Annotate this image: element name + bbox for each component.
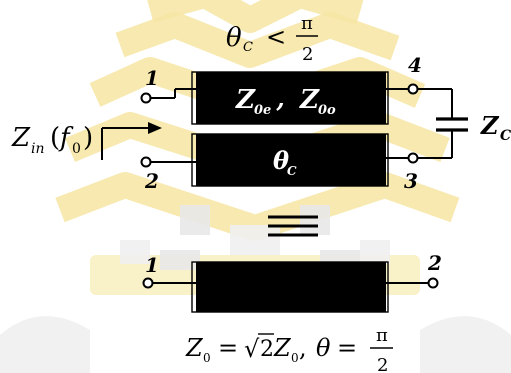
zin-arrow-head xyxy=(148,122,162,134)
eq-equals-2: = xyxy=(337,334,357,362)
equivalent-line: 1 2 xyxy=(142,251,442,313)
eq-comma: , xyxy=(299,334,307,362)
capacitor: Z C xyxy=(417,88,511,159)
condition-numerator: π xyxy=(301,13,313,34)
zin-f-sub: 0 xyxy=(72,141,81,157)
bottom-equation: Z 0 = √ 2 Z 0 , θ = π 2 xyxy=(185,325,393,373)
upper-z-odd-sub: 0o xyxy=(318,103,336,118)
eq-denominator: 2 xyxy=(377,355,388,373)
upper-line-box xyxy=(196,72,386,124)
equivalence-sign xyxy=(268,215,318,237)
port1-label: 1 xyxy=(145,66,159,90)
coupled-line: Z 0e , Z 0o θ C 1 2 4 3 xyxy=(140,53,422,193)
eq-line-box xyxy=(196,262,386,312)
eq-z0: Z xyxy=(185,334,204,362)
capacitor-z-sub: C xyxy=(500,128,511,144)
eq-numerator: π xyxy=(376,325,388,346)
eq-equals: = xyxy=(218,334,238,362)
condition-denominator: 2 xyxy=(302,44,313,65)
eq-port2-node xyxy=(427,277,439,289)
eq-two: 2 xyxy=(260,337,274,362)
zin-sub: in xyxy=(31,141,45,157)
lower-theta-sub: C xyxy=(287,164,297,178)
port3-node xyxy=(407,152,419,164)
upper-z-even: Z xyxy=(235,85,256,115)
eq-z0-sub: 0 xyxy=(203,351,211,365)
zin-open: ( xyxy=(50,123,60,153)
eq-port1-label: 1 xyxy=(145,253,159,277)
eq-sqrt: √ xyxy=(244,335,260,363)
upper-z-even-sub: 0e xyxy=(254,103,271,118)
upper-line-outline xyxy=(191,71,389,125)
port4-node xyxy=(407,83,419,95)
top-condition: θ C < π 2 xyxy=(226,13,318,65)
upper-separator: , xyxy=(268,84,293,113)
zin-close: ) xyxy=(83,123,93,153)
eq-theta: θ xyxy=(316,334,331,362)
port4-label: 4 xyxy=(408,53,422,77)
condition-relation: < xyxy=(266,23,286,51)
port1-node xyxy=(140,92,152,104)
eq-port1-node xyxy=(142,277,154,289)
port3-label: 3 xyxy=(404,169,418,193)
condition-theta: θ xyxy=(226,23,242,53)
lower-line-outline xyxy=(191,133,389,187)
eq-line-outline xyxy=(191,261,389,313)
port2-node xyxy=(140,156,152,168)
eq-port2-label: 2 xyxy=(427,251,442,275)
eq-z0b: Z xyxy=(273,334,292,362)
lower-line-box xyxy=(196,134,386,186)
capacitor-z: Z xyxy=(480,111,500,140)
port2-label: 2 xyxy=(144,169,159,193)
upper-z-odd: Z xyxy=(299,85,320,115)
zin-z: Z xyxy=(11,123,31,153)
lower-theta: θ xyxy=(273,146,289,175)
condition-theta-sub: C xyxy=(243,40,253,55)
eq-z0b-sub: 0 xyxy=(291,351,299,365)
